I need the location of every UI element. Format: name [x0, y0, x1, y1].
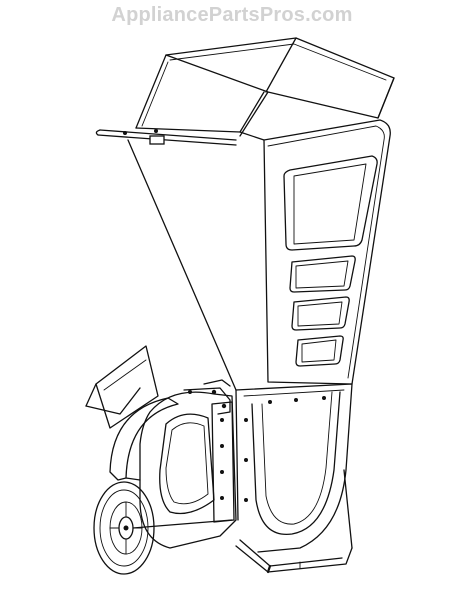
vent-slot [295, 335, 344, 367]
discharge-channel [251, 391, 341, 535]
lower-housing [235, 383, 353, 553]
hopper [95, 37, 395, 146]
chute-body [127, 119, 391, 391]
stand-frame [235, 469, 353, 574]
side-chute [85, 345, 159, 429]
handle-bracket [149, 135, 165, 145]
flywheel-housing [139, 379, 237, 549]
vent-slot [289, 255, 356, 293]
wheel [93, 481, 233, 575]
housing-cutout [159, 413, 215, 515]
bolt [123, 131, 127, 135]
fender [109, 397, 179, 481]
vent-slot [291, 296, 350, 331]
bolt [154, 129, 158, 133]
window-large [283, 155, 378, 251]
watermark: AppliancePartsPros.com [111, 4, 353, 26]
